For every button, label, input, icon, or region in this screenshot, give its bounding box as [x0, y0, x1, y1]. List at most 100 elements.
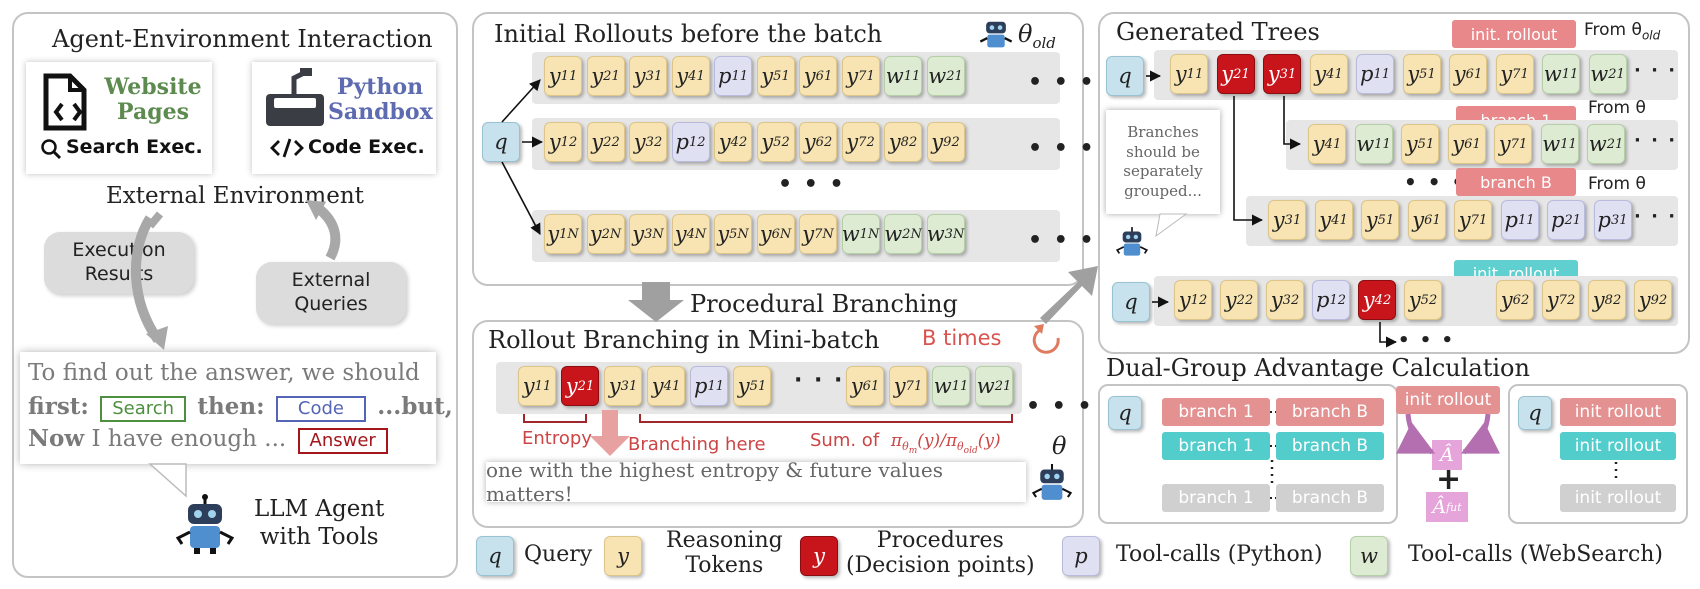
branches-callout: Branches should be separately grouped...	[1106, 110, 1220, 214]
token-superscript: 2	[951, 134, 960, 150]
token-superscript: 1	[1569, 66, 1579, 82]
token-subscript: 2	[1564, 212, 1573, 228]
token-subscript: 3	[1284, 212, 1293, 228]
token-symbol: y	[547, 222, 560, 246]
token-subscript: 6	[1424, 212, 1433, 228]
token-superscript: N	[737, 226, 749, 242]
token-superscript: 1	[866, 68, 875, 84]
token-symbol: y	[1178, 288, 1191, 312]
python-label-line2: Sandbox	[328, 99, 433, 126]
token-subscript: 7	[814, 226, 823, 242]
token-superscript: 1	[1425, 136, 1435, 152]
token-subscript: 1	[1560, 136, 1569, 152]
token-superscript: 1	[1002, 378, 1012, 394]
token-symbol: p	[1315, 288, 1330, 312]
token-superscript: 1	[1616, 66, 1625, 82]
token-symbol: w	[1543, 62, 1562, 86]
token-subscript: 3	[620, 378, 629, 394]
token-superscript: 2	[823, 134, 833, 150]
token-subscript: 6	[1512, 292, 1521, 308]
external-queries-line1: External	[291, 269, 371, 292]
sum-of-label: Sum. of πθm(y)/πθold(y)	[810, 430, 1001, 457]
code-exec-label: Code Exec.	[308, 136, 425, 158]
token-symbol: w	[1588, 132, 1607, 156]
agent-label-line1: LLM Agent	[254, 496, 385, 522]
token-subscript: 1	[1186, 66, 1195, 82]
token-symbol: y	[1546, 288, 1559, 312]
token-symbol: y	[1412, 208, 1425, 232]
token-superscript: 1	[1473, 66, 1483, 82]
token-symbol: p	[1597, 208, 1611, 232]
token-subscript: 5	[1377, 212, 1386, 228]
token-symbol: y	[632, 222, 645, 246]
legend-reasoning-line2: Tokens	[685, 553, 764, 579]
legend-websearch-label: Tool-calls (WebSearch)	[1408, 542, 1664, 567]
token-symbol: y	[633, 64, 646, 88]
token-superscript: 1	[1568, 136, 1577, 152]
token-subscript: 1	[688, 134, 698, 150]
speech-but: ...but,	[377, 393, 453, 420]
token-subscript: 1	[903, 68, 912, 84]
token-symbol: y	[548, 130, 561, 154]
ellipsis: • • •	[1028, 70, 1096, 95]
token-superscript: 1	[1472, 136, 1481, 152]
token-symbol: y	[1365, 208, 1378, 232]
token-superscript: 1	[568, 68, 578, 84]
token-superscript: 1	[954, 68, 963, 84]
token-subscript: 1	[1561, 66, 1570, 82]
search-exec-label: Search Exec.	[66, 136, 203, 158]
token-superscript: 2	[781, 134, 790, 150]
branch-b-tag: branch B	[1456, 168, 1576, 196]
token-superscript: 1	[1478, 212, 1488, 228]
token-symbol: y	[1270, 288, 1283, 312]
token-superscript: 1	[1241, 66, 1250, 82]
token-superscript: 1	[1332, 136, 1342, 152]
branch-b-chip: branch B	[1276, 432, 1384, 460]
token-symbol: y	[591, 130, 604, 154]
token-symbol: w	[976, 374, 995, 398]
token-symbol: y	[522, 374, 535, 398]
token-superscript: 2	[568, 134, 578, 150]
procedural-branching-label: Procedural Branching	[690, 290, 958, 318]
from-theta-old-text: From θ	[1584, 20, 1642, 40]
token-subscript: 4	[1374, 292, 1383, 308]
external-queries-box: External Queries	[256, 262, 406, 324]
init-rollout-chip: init rollout	[1560, 432, 1676, 460]
token-superscript: 2	[1290, 292, 1300, 308]
token-superscript: 1	[1619, 212, 1628, 228]
token-symbol: w	[1590, 62, 1609, 86]
token-symbol: y	[589, 222, 602, 246]
token-subscript: 1	[859, 226, 868, 242]
token-symbol: y	[888, 130, 901, 154]
token-subscript: 1	[1329, 292, 1338, 308]
token-symbol: y	[1362, 288, 1375, 312]
token-symbol: y	[674, 222, 687, 246]
speech-code-box: Code	[275, 396, 366, 422]
token-symbol: p	[1504, 208, 1518, 232]
branches-callout-text: Branches should be separately grouped...	[1123, 123, 1203, 200]
token-subscript: 2	[994, 378, 1003, 394]
advantage-fut-symbol: Â	[1432, 496, 1447, 518]
token-subscript: 2	[902, 226, 911, 242]
